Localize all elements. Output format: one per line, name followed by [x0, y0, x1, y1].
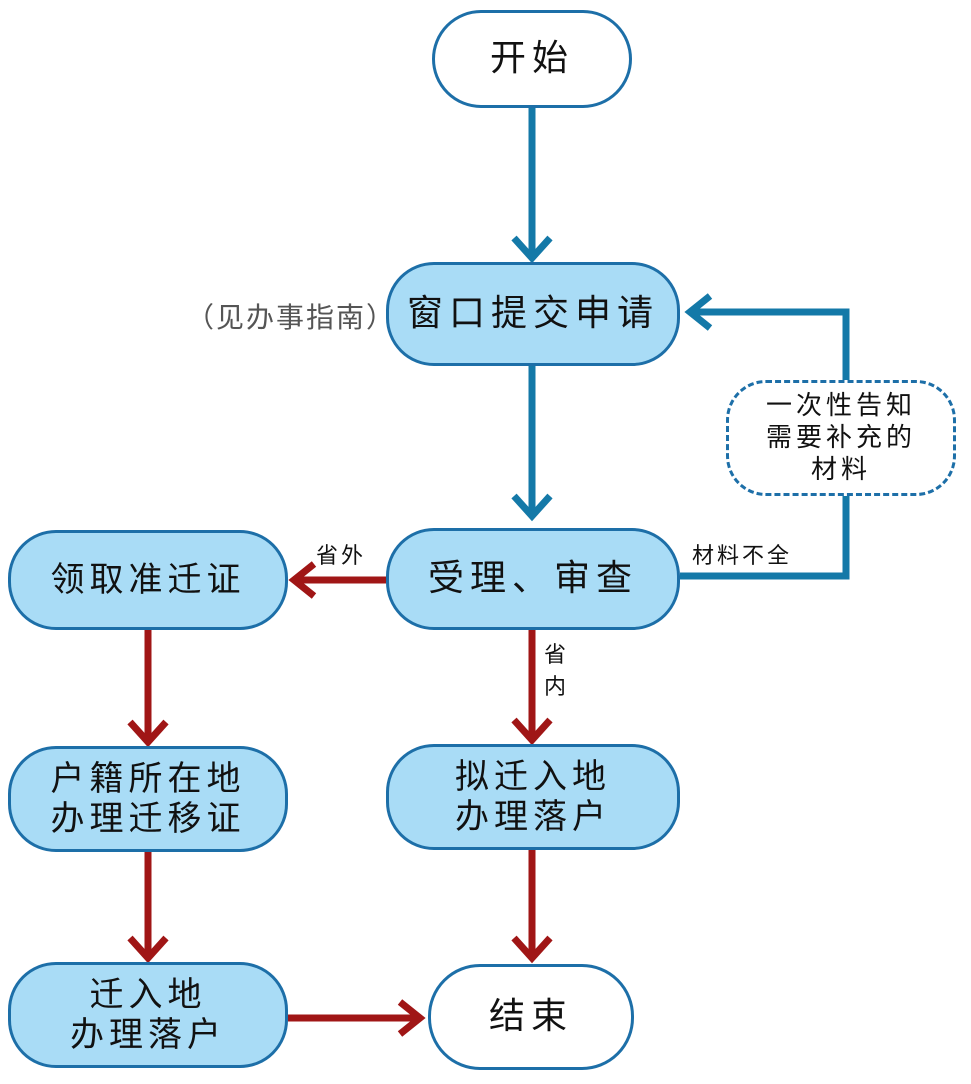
arrowhead-intended-to-end [511, 935, 553, 964]
incomplete-text: 材料不全 [692, 544, 793, 569]
notice-line3: 材料 [810, 455, 871, 485]
arrowhead-incomplete-loop [684, 293, 713, 331]
arrowhead-destination-to-end [397, 999, 426, 1037]
guide-note-text: （见办事指南） [186, 301, 397, 334]
arrowhead-start-to-submit [511, 235, 553, 264]
notice-line1: 一次性告知 [765, 391, 916, 421]
in-province-char2: 内 [544, 675, 567, 700]
start-node: 开始 [432, 10, 632, 108]
out-province-text: 省外 [316, 544, 367, 569]
in-province-label: 省 内 [544, 640, 566, 704]
submit-application-label: 窗口提交申请 [406, 293, 659, 334]
one-time-notice-node: 一次性告知 需要补充的 材料 [726, 380, 956, 496]
review-label: 受理、审查 [427, 558, 638, 599]
arrowhead-origin-to-destination [127, 935, 169, 964]
arrowhead-permit-to-origin [127, 719, 169, 748]
start-label: 开始 [489, 38, 574, 79]
household-origin-line1: 户籍所在地 [50, 759, 246, 799]
submit-application-node: 窗口提交申请 [386, 262, 680, 366]
intended-settle-node: 拟迁入地 办理落户 [386, 744, 680, 850]
intended-settle-line1: 拟迁入地 [455, 757, 611, 797]
notice-line2: 需要补充的 [765, 423, 916, 453]
household-origin-node: 户籍所在地 办理迁移证 [8, 746, 288, 852]
destination-settle-line2: 办理落户 [70, 1015, 226, 1055]
arrowhead-submit-to-review [511, 493, 553, 522]
intended-settle-line2: 办理落户 [455, 797, 611, 837]
guide-note: （见办事指南） [186, 296, 396, 336]
collect-permit-node: 领取准迁证 [8, 530, 288, 630]
end-node: 结束 [428, 964, 634, 1070]
collect-permit-label: 领取准迁证 [50, 560, 246, 600]
destination-settle-line1: 迁入地 [89, 975, 207, 1015]
arrowhead-review-to-intended [511, 717, 553, 746]
destination-settle-node: 迁入地 办理落户 [8, 962, 288, 1068]
household-origin-line2: 办理迁移证 [50, 799, 246, 839]
incomplete-label: 材料不全 [692, 538, 792, 570]
review-node: 受理、审查 [386, 528, 680, 630]
end-label: 结束 [488, 996, 573, 1037]
in-province-char1: 省 [544, 643, 567, 668]
arrowhead-review-to-permit [288, 561, 317, 599]
out-province-label: 省外 [316, 538, 366, 570]
